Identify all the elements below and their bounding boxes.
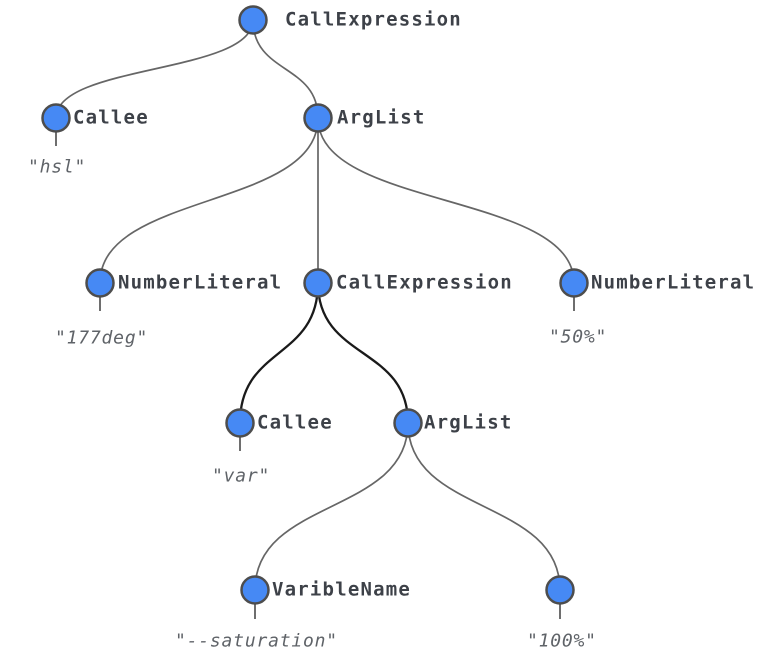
- node-label-numberliteral-50: NumberLiteral: [591, 271, 756, 294]
- node-circle-numberliteral-100: [545, 575, 575, 605]
- node-value-saturation: "--saturation": [175, 630, 338, 652]
- node-value-177deg: "177deg": [55, 327, 149, 349]
- node-value-hsl: "hsl": [28, 156, 87, 178]
- node-label-callee-var: Callee: [257, 411, 333, 434]
- node-circle-varblename: [240, 575, 270, 605]
- edge-arglist-numberliteral-177: [99, 117, 319, 284]
- node-value-100pct: "100%": [527, 630, 597, 652]
- edge-arglist-varblename: [254, 422, 409, 591]
- node-circle-callexpression-inner: [303, 268, 333, 298]
- node-circle-arglist-top: [303, 103, 333, 133]
- node-circle-numberliteral-177: [85, 268, 115, 298]
- edge-callexpression-arglist-inner: [316, 282, 410, 424]
- node-label-arglist-inner: ArgList: [424, 411, 513, 434]
- node-label-numberliteral-177: NumberLiteral: [118, 271, 283, 294]
- edge-arglist-numberliteral-100: [407, 422, 561, 591]
- node-circle-arglist-inner: [393, 408, 423, 438]
- edge-root-arglist: [252, 19, 319, 119]
- edge-arglist-numberliteral-50: [317, 117, 575, 284]
- edge-root-callee-hsl: [55, 19, 254, 119]
- node-label-callee-hsl: Callee: [73, 106, 149, 129]
- node-value-50pct: "50%": [549, 326, 608, 348]
- node-label-arglist-top: ArgList: [337, 106, 426, 129]
- node-circle-callee-hsl: [41, 103, 71, 133]
- node-circle-root-callexpression: [238, 5, 268, 35]
- edge-callexpression-callee-var: [238, 282, 320, 424]
- node-circle-callee-var: [225, 408, 255, 438]
- node-label-callexpression-inner: CallExpression: [336, 271, 513, 294]
- node-label-root-callexpression: CallExpression: [285, 8, 462, 31]
- node-circle-numberliteral-50: [559, 268, 589, 298]
- node-label-varblename: VaribleName: [272, 578, 412, 601]
- node-value-var: "var": [212, 465, 271, 487]
